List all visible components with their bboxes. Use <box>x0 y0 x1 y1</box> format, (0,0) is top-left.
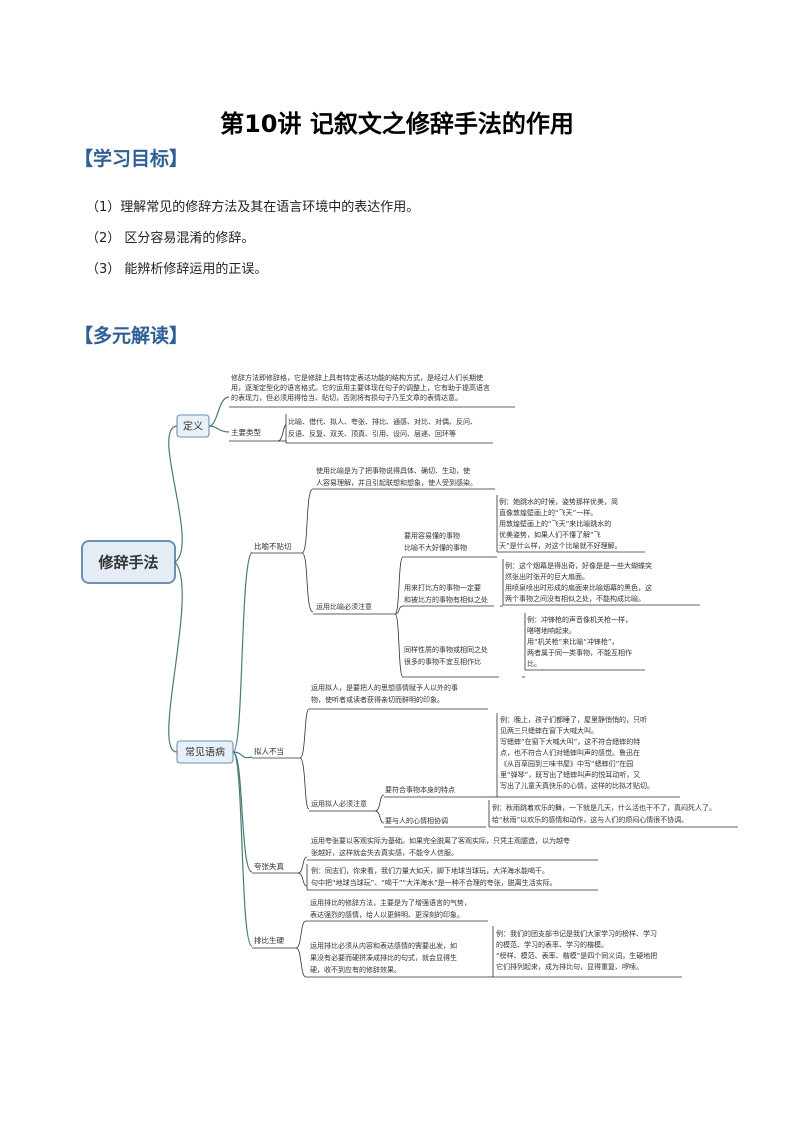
leaf-line <box>299 757 310 810</box>
metaphor-sub-label: 用来打比方的事物一定要和被比方的事物有相似之处 <box>404 583 488 604</box>
page-title: 第10讲 记叙文之修辞手法的作用 <box>220 110 574 138</box>
branch-line <box>168 425 183 563</box>
parallelism-label: 排比生硬 <box>254 935 284 945</box>
leaf-line <box>394 605 404 615</box>
hyperbole-label: 夸张失真 <box>254 861 284 871</box>
metaphor-sub-label: 要用容易懂的事物比喻不大好懂的事物 <box>404 531 467 552</box>
section-heading-interpretation: 【多元解读】 <box>74 325 189 347</box>
metaphor-example: 例：她跳水的时候，姿势那样优美，简直像敦煌壁画上的“飞天”一样。用敦煌壁画上的“… <box>499 497 622 550</box>
objective-item: （3） 能辨析修辞运用的正误。 <box>86 262 268 277</box>
root-node-label: 修辞手法 <box>97 553 158 571</box>
hyperbole-example: 例：同志们，你来看，我们力量大如天，脚下地球当球玩，大洋海水能喝干。句中把“地球… <box>311 866 557 887</box>
hyperbole-desc: 运用夸张要以客观实际为基础。如果完全脱离了客观实际，只凭主观臆造，以为越夸张越好… <box>311 836 570 857</box>
metaphor-label: 比喻不贴切 <box>254 541 292 551</box>
leaf-line <box>374 810 385 824</box>
leaf-line <box>394 556 404 615</box>
branch-line <box>208 396 230 427</box>
leaf-line <box>295 920 307 949</box>
section-heading-objectives: 【学习目标】 <box>74 148 189 170</box>
leaf-line <box>297 856 308 874</box>
metaphor-desc: 使用比喻是为了把事物说得具体、确切、生动，使人容易理解，并且引起联想和想象，使人… <box>316 466 477 487</box>
personification-rule: 运用拟人必须注意 <box>311 799 367 808</box>
leaf-line <box>394 613 404 678</box>
branch-line <box>168 561 183 753</box>
parallelism-rule: 运用排比必须从内容和表达感情的需要出发，如果没有必要而硬拼凑成排比的句式，就会显… <box>310 941 457 974</box>
rhetoric-types-text: 比喻、借代、拟人、夸张、排比、通感、对比、对偶、反问、反语、反复、双关、顶真、引… <box>288 417 477 438</box>
parallelism-example: 例：我们的团支部书记是我们大家学习的榜样、学习的模范、学习的表率、学习的楷模。“… <box>496 929 657 971</box>
personification-sub-label: 要与人的心情相协调 <box>385 816 448 825</box>
objective-item: （1）理解常见的修辞方法及其在语言环境中的表达作用。 <box>86 200 420 215</box>
personification-example: 例：晚上，孩子们都睡了，屋里静悄悄的，只听见两三只蟋蟀在窗下大喊大叫。写蟋蟀“在… <box>500 715 654 790</box>
leaf-line <box>374 794 385 812</box>
personification-desc: 运用拟人，是要把人的思想感情赋予人以外的事物，使听者或读者获得亲切而鲜明的印象。 <box>311 683 458 704</box>
branch-line <box>232 551 253 753</box>
common-errors-node-label: 常见语病 <box>185 746 225 759</box>
branch-line <box>232 751 253 759</box>
personification-sub-label: 要符合事物本身的特点 <box>385 785 455 794</box>
definition-node-label: 定义 <box>183 420 203 433</box>
leaf-line <box>301 488 314 554</box>
metaphor-sub-label: 同样性质的事物或相同之处很多的事物不宜互相作比 <box>404 645 488 666</box>
branch-line <box>232 751 253 947</box>
metaphor-example: 例：冲锋枪的声音像机关枪一样，嗒嗒地响起来。用“机关枪”来比喻“冲锋枪”，两者属… <box>527 615 632 668</box>
definition-text: 修辞方法即修辞格，它是修辞上具有特定表达功能的结构方式，是经过人们长期使用，逐渐… <box>231 373 490 402</box>
branch-line <box>208 425 230 433</box>
leaf-line <box>301 552 314 613</box>
leaf-line <box>299 708 310 759</box>
parallelism-desc: 运用排比的修辞方法，主要是为了增强语言的气势，表达强烈的感情，给人以更鲜明、更深… <box>310 898 471 919</box>
personification-label: 拟人不当 <box>254 746 284 756</box>
objective-item: （2） 区分容易混淆的修辞。 <box>86 231 255 246</box>
leaf-line <box>297 872 308 887</box>
metaphor-example: 例：这个烟幕是得出奇，好像是是一些大蝴蝶突然张出时张开的巨大扇面。用喷泉喷出时形… <box>505 561 652 603</box>
metaphor-rule: 运用比喻必须注意 <box>316 602 372 611</box>
leaf-line <box>277 424 287 442</box>
main-types-label: 主要类型 <box>231 427 261 437</box>
personification-example: 例：秋雨跳着欢乐的舞，一下就是几天，什么活也干不了，真闷死人了。给“秋雨”以欢乐… <box>492 803 716 824</box>
leaf-line <box>295 947 307 978</box>
